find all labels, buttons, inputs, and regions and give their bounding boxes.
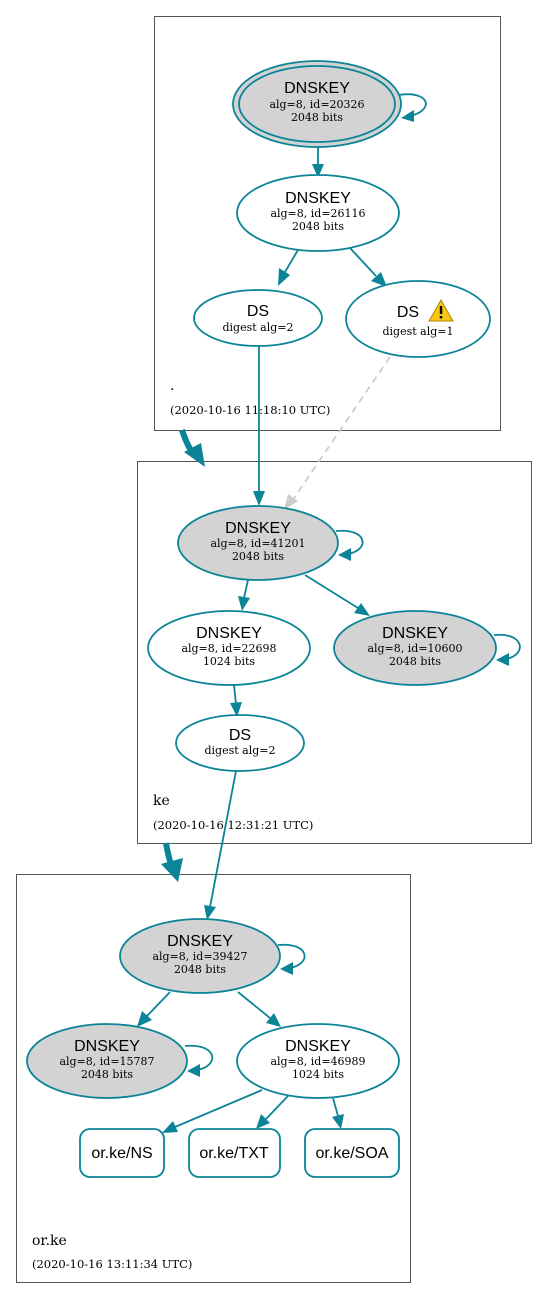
node-title: DNSKEY	[285, 190, 351, 207]
node-ke-dnskey-22698[interactable]: DNSKEY alg=8, id=22698 1024 bits	[147, 610, 311, 686]
edge-ke-ds-orke-ksk	[204, 770, 237, 920]
zone-root-timestamp: (2020-10-16 11:18:10 UTC)	[170, 403, 330, 417]
edge-orke-ksk-self	[277, 943, 306, 975]
node-digest-info: digest alg=2	[222, 321, 293, 334]
delegation-arrow-root-ke	[179, 429, 205, 467]
node-key-size: 2048 bits	[232, 550, 284, 563]
rrset-orke-ns[interactable]: or.ke/NS	[79, 1128, 165, 1178]
node-title: DNSKEY	[285, 1038, 351, 1055]
rrset-label: or.ke/NS	[91, 1145, 152, 1162]
node-ke-dnskey-10600[interactable]: DNSKEY alg=8, id=10600 2048 bits	[333, 610, 497, 686]
node-root-dnskey-26116[interactable]: DNSKEY alg=8, id=26116 2048 bits	[236, 174, 400, 252]
node-root-ds-digest1[interactable]: DS digest alg=1	[345, 280, 491, 358]
node-ke-ds-digest2[interactable]: DS digest alg=2	[175, 714, 305, 772]
node-title: DS	[397, 304, 419, 321]
node-key-size: 2048 bits	[292, 220, 344, 233]
edge-ke-ksk2-self	[493, 634, 521, 666]
rrset-label: or.ke/TXT	[199, 1145, 269, 1162]
edge-root-ds2-ke-ksk	[253, 345, 265, 506]
node-key-size: 1024 bits	[203, 655, 255, 668]
node-title: DS	[247, 303, 269, 320]
edge-orke-ksk2-self	[184, 1045, 214, 1077]
node-key-info: alg=8, id=39427	[152, 950, 247, 963]
edge-root-ksk-zsk	[312, 147, 324, 178]
node-key-info: alg=8, id=22698	[181, 642, 276, 655]
node-key-info: alg=8, id=10600	[367, 642, 462, 655]
node-title: DNSKEY	[225, 520, 291, 537]
edge-orke-zsk-txt	[256, 1095, 289, 1129]
warning-triangle-icon	[428, 298, 454, 322]
node-key-size: 2048 bits	[174, 963, 226, 976]
edge-ke-ksk-self	[335, 529, 364, 561]
node-title: DNSKEY	[284, 80, 350, 97]
edge-ke-zsk-ds	[230, 684, 242, 717]
node-root-dnskey-20326[interactable]: DNSKEY alg=8, id=20326 2048 bits	[232, 60, 402, 148]
node-title: DNSKEY	[74, 1038, 140, 1055]
node-orke-dnskey-39427[interactable]: DNSKEY alg=8, id=39427 2048 bits	[119, 918, 281, 994]
node-digest-info: digest alg=1	[382, 325, 453, 338]
edge-root-zsk-ds1	[349, 247, 387, 287]
zone-ke-name: ke	[153, 793, 170, 809]
edge-ke-ksk-zsk	[238, 579, 250, 611]
edge-orke-zsk-soa	[332, 1097, 344, 1129]
edge-root-ds1-ke-ksk-dashed	[284, 356, 391, 510]
node-root-ds-digest2[interactable]: DS digest alg=2	[193, 289, 323, 347]
node-key-info: alg=8, id=41201	[210, 537, 305, 550]
rrset-orke-soa[interactable]: or.ke/SOA	[304, 1128, 400, 1178]
zone-ke-timestamp: (2020-10-16 12:31:21 UTC)	[153, 818, 313, 832]
node-key-info: alg=8, id=15787	[59, 1055, 154, 1068]
zone-root-name: .	[170, 378, 174, 394]
edge-orke-zsk-ns	[162, 1089, 263, 1133]
node-key-info: alg=8, id=46989	[270, 1055, 365, 1068]
zone-orke-timestamp: (2020-10-16 13:11:34 UTC)	[32, 1257, 192, 1271]
rrset-orke-txt[interactable]: or.ke/TXT	[188, 1128, 281, 1178]
zone-orke-name: or.ke	[32, 1233, 67, 1249]
edge-root-ksk-self	[397, 93, 427, 122]
node-orke-dnskey-15787[interactable]: DNSKEY alg=8, id=15787 2048 bits	[26, 1023, 188, 1099]
node-key-size: 1024 bits	[292, 1068, 344, 1081]
node-key-info: alg=8, id=20326	[269, 98, 364, 111]
node-key-info: alg=8, id=26116	[270, 207, 365, 220]
edge-orke-ksk-zsk	[237, 991, 281, 1027]
node-ke-dnskey-41201[interactable]: DNSKEY alg=8, id=41201 2048 bits	[177, 505, 339, 581]
node-key-size: 2048 bits	[291, 111, 343, 124]
node-key-size: 2048 bits	[81, 1068, 133, 1081]
node-orke-dnskey-46989[interactable]: DNSKEY alg=8, id=46989 1024 bits	[236, 1023, 400, 1099]
node-digest-info: digest alg=2	[204, 744, 275, 757]
edge-ke-ksk-ksk2	[304, 574, 370, 616]
node-title: DNSKEY	[167, 933, 233, 950]
node-title: DNSKEY	[382, 625, 448, 642]
edge-orke-ksk-ksk2	[137, 991, 171, 1027]
node-key-size: 2048 bits	[389, 655, 441, 668]
node-title: DNSKEY	[196, 625, 262, 642]
rrset-label: or.ke/SOA	[316, 1145, 389, 1162]
node-title: DS	[229, 727, 251, 744]
delegation-arrow-ke-orke	[161, 842, 183, 882]
edge-root-zsk-ds2	[278, 249, 299, 286]
